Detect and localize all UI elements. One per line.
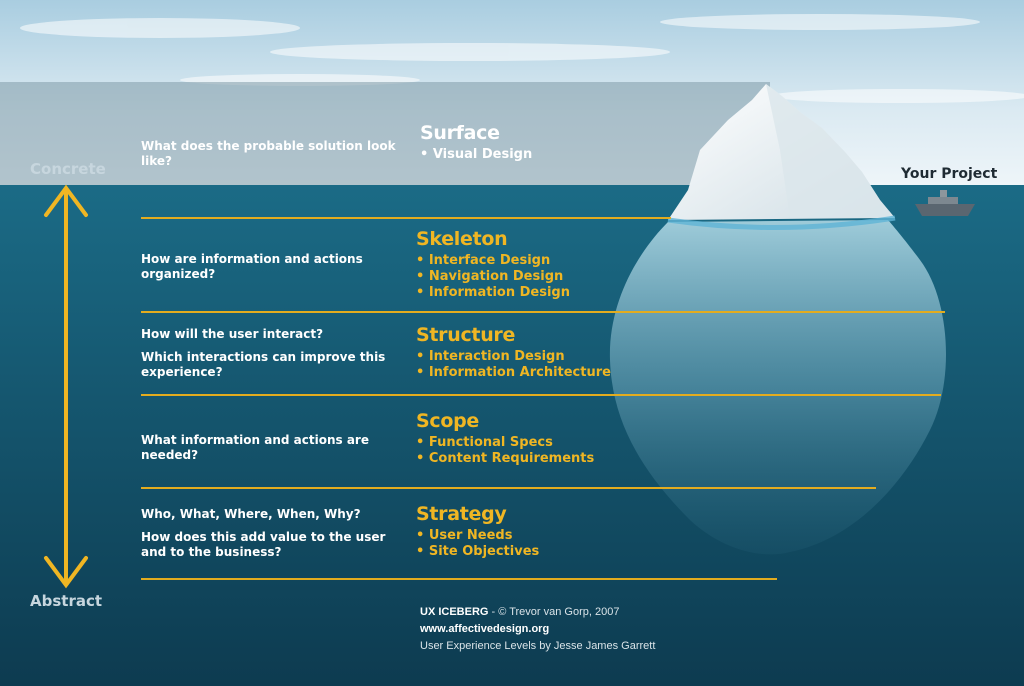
surface-item: Visual Design [420,147,532,163]
skeleton-item: Navigation Design [416,269,570,285]
divider-skeleton-structure [141,311,945,313]
skeleton-questions: How are information and actions organize… [141,252,411,282]
skeleton-item: Interface Design [416,253,570,269]
divider-strategy-bottom [141,578,777,580]
scope-items: Functional Specs Content Requirements [416,435,594,467]
strategy-questions: Who, What, Where, When, Why? How does th… [141,507,411,560]
structure-item: Interaction Design [416,349,611,365]
scope-level: Scope Functional Specs Content Requireme… [416,410,594,467]
credits: UX ICEBERG - © Trevor van Gorp, 2007 www… [420,604,655,655]
credit-line-1: UX ICEBERG - © Trevor van Gorp, 2007 [420,604,655,621]
strategy-item: Site Objectives [416,544,539,560]
strategy-level: Strategy User Needs Site Objectives [416,503,539,560]
strategy-items: User Needs Site Objectives [416,528,539,560]
divider-surface-skeleton [141,217,671,219]
surface-level: Surface Visual Design [420,122,532,163]
strategy-question-2: How does this add value to the user and … [141,530,386,559]
structure-item: Information Architecture [416,365,611,381]
concrete-abstract-arrow [44,184,88,589]
scope-question-1: What information and actions are needed? [141,433,369,462]
your-project-label: Your Project [901,166,998,182]
surface-questions: What does the probable solution look lik… [141,139,411,169]
credit-title: UX ICEBERG [420,606,489,618]
structure-questions: How will the user interact? Which intera… [141,327,411,380]
skeleton-level: Skeleton Interface Design Navigation Des… [416,228,570,301]
axis-label-concrete: Concrete [30,160,106,178]
divider-structure-scope [141,394,941,396]
strategy-title: Strategy [416,503,507,525]
skeleton-items: Interface Design Navigation Design Infor… [416,253,570,301]
strategy-item: User Needs [416,528,539,544]
structure-question-2: Which interactions can improve this expe… [141,350,386,379]
scope-item: Content Requirements [416,451,594,467]
credit-line-2: www.affectivedesign.org [420,621,655,638]
surface-question-1: What does the probable solution look lik… [141,139,396,168]
credit-url: www.affectivedesign.org [420,623,550,635]
scope-item: Functional Specs [416,435,594,451]
structure-items: Interaction Design Information Architect… [416,349,611,381]
ship-icon [915,190,975,216]
credit-copyright: - © Trevor van Gorp, 2007 [488,606,620,618]
iceberg-tip-shade [766,84,895,218]
divider-scope-strategy [141,487,876,489]
skeleton-item: Information Design [416,285,570,301]
iceberg-waterline [667,215,896,230]
scope-questions: What information and actions are needed? [141,433,421,463]
surface-panel [0,82,770,185]
credit-line-3: User Experience Levels by Jesse James Ga… [420,640,656,652]
skeleton-title: Skeleton [416,228,508,250]
axis-label-abstract: Abstract [30,592,103,610]
surface-title: Surface [420,122,500,144]
strategy-question-1: Who, What, Where, When, Why? [141,507,361,521]
structure-title: Structure [416,324,516,346]
iceberg-underwater [609,220,947,555]
scope-title: Scope [416,410,479,432]
structure-level: Structure Interaction Design Information… [416,324,611,381]
structure-question-1: How will the user interact? [141,327,324,341]
surface-items: Visual Design [420,147,532,163]
skeleton-question-1: How are information and actions organize… [141,252,363,281]
